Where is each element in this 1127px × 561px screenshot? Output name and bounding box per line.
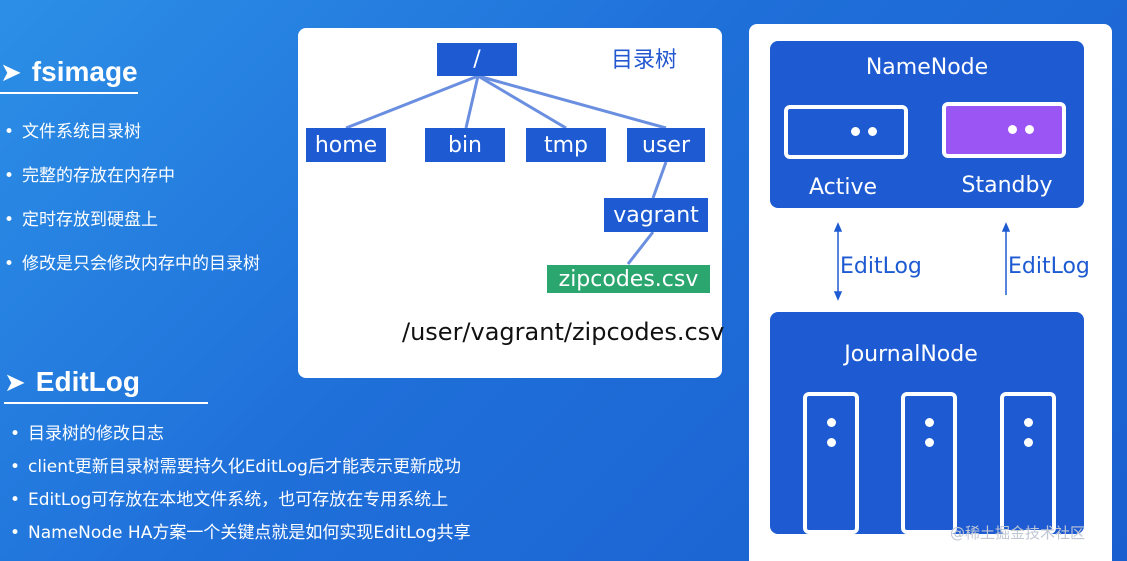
editlog-bullet: NameNode HA方案一个关键点就是如何实现EditLog共享 <box>6 517 471 550</box>
fsimage-bullets: 文件系统目录树 完整的存放在内存中 定时存放到硬盘上 修改是只会修改内存中的目录… <box>0 110 260 286</box>
editlog-bullet: client更新目录树需要持久化EditLog后才能表示更新成功 <box>6 451 471 484</box>
ha-card: NameNode Active Standby EditLog EditLog … <box>749 24 1112 561</box>
edge-root-user <box>477 74 667 130</box>
editlog-label-left: EditLog <box>840 254 922 279</box>
journalnode-box: JournalNode <box>770 312 1084 534</box>
edge-root-bin <box>464 75 480 129</box>
tree-node-root: / <box>437 43 517 76</box>
tree-node-file: zipcodes.csv <box>547 265 710 293</box>
watermark: @稀土掘金技术社区 <box>950 524 1086 542</box>
tree-node-vagrant: vagrant <box>604 198 708 232</box>
fsimage-bullet: 完整的存放在内存中 <box>0 154 260 198</box>
standby-label: Standby <box>961 173 1053 198</box>
editlog-bullet: 目录树的修改日志 <box>6 418 471 451</box>
editlog-bullet: EditLog可存放在本地文件系统，也可存放在专用系统上 <box>6 484 471 517</box>
journalnode-title: JournalNode <box>844 342 978 367</box>
fsimage-underline <box>0 92 138 94</box>
tree-connectors <box>345 74 668 265</box>
edge-vagrant-file <box>626 231 655 265</box>
journal-server-icon <box>901 392 957 534</box>
active-server-icon <box>784 105 908 159</box>
namenode-box: NameNode Active Standby <box>770 41 1084 208</box>
chevron-right-icon: ➤ <box>0 56 22 87</box>
namenode-title: NameNode <box>865 55 989 80</box>
edge-root-home <box>345 74 479 130</box>
edge-user-vagrant <box>651 161 668 199</box>
fsimage-bullet: 修改是只会修改内存中的目录树 <box>0 242 260 286</box>
editlog-title: ➤ EditLog <box>4 366 208 404</box>
chevron-right-icon: ➤ <box>4 366 26 397</box>
tree-title: 目录树 <box>611 48 678 73</box>
editlog-title-text: EditLog <box>35 366 140 397</box>
editlog-arrows <box>833 222 1011 301</box>
fsimage-title: ➤ fsimage <box>0 56 138 94</box>
edge-root-tmp <box>477 74 567 130</box>
fsimage-bullet: 定时存放到硬盘上 <box>0 198 260 242</box>
fsimage-title-text: fsimage <box>31 56 138 87</box>
directory-tree-card: 目录树 / home bin tmp user vagrant zipcodes… <box>298 28 725 378</box>
journal-server-icon <box>1000 392 1056 534</box>
fsimage-bullet: 文件系统目录树 <box>0 110 260 154</box>
editlog-underline <box>4 402 208 404</box>
tree-node-home: home <box>306 128 386 162</box>
tree-node-bin: bin <box>425 128 505 162</box>
tree-node-user: user <box>627 128 705 162</box>
editlog-bullets: 目录树的修改日志 client更新目录树需要持久化EditLog后才能表示更新成… <box>6 418 471 550</box>
file-path: /user/vagrant/zipcodes.csv <box>402 318 725 346</box>
standby-server-icon <box>942 102 1066 158</box>
tree-node-tmp: tmp <box>526 128 606 162</box>
editlog-label-right: EditLog <box>1008 254 1090 279</box>
journal-server-icon <box>803 392 859 534</box>
active-label: Active <box>808 175 878 200</box>
